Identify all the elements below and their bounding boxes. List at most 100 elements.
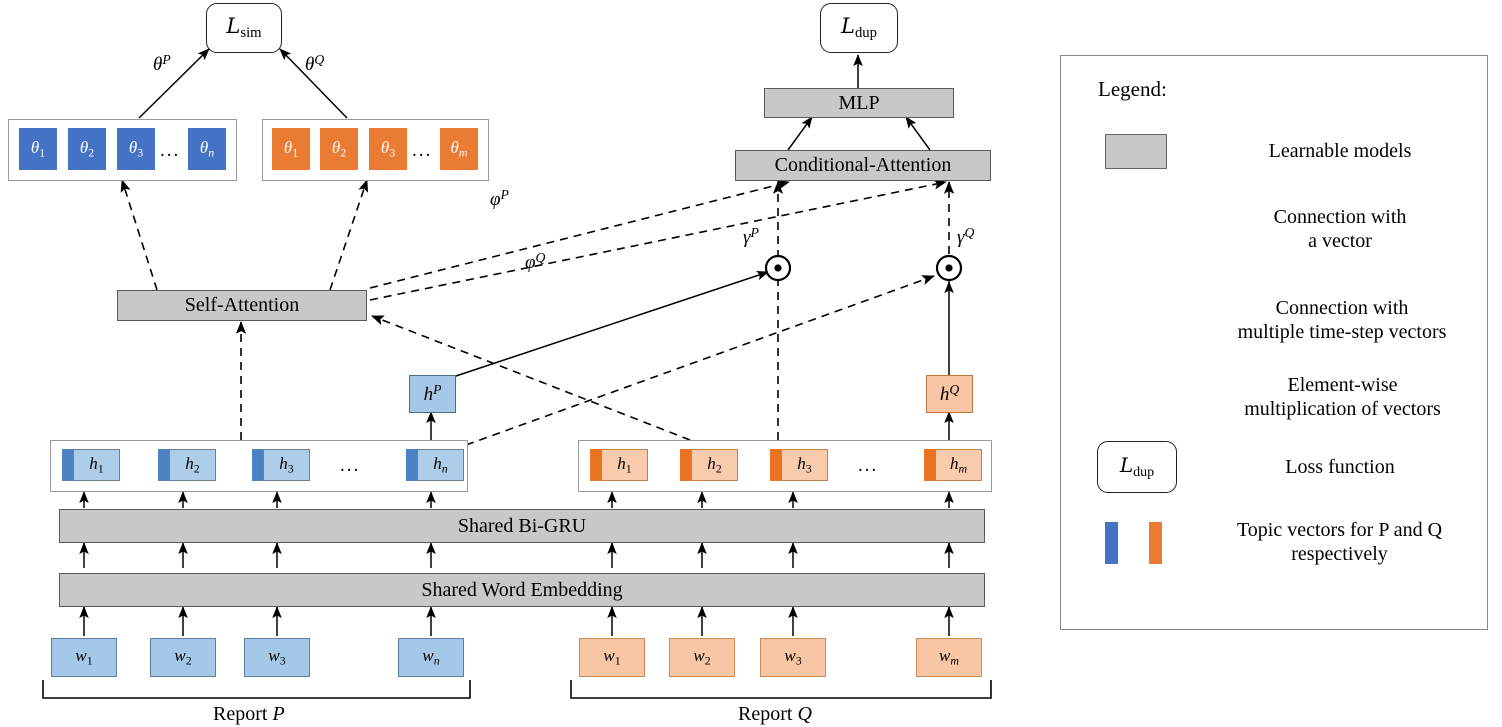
hidden-state-P-3-bar xyxy=(252,449,266,481)
hidden-state-Q-2: h2 xyxy=(691,449,738,481)
loss-sim-label: Lsim xyxy=(226,13,262,42)
hidden-state-P-3: h3 xyxy=(263,449,310,481)
pooled-hidden-Q-box: hQ xyxy=(926,375,973,413)
topic-vector-P-n: θn xyxy=(188,128,226,170)
topic-vector-P-3: θ3 xyxy=(117,128,155,170)
topic-vector-Q-m-label: θm xyxy=(450,137,468,160)
topic-vector-P-1: θ1 xyxy=(19,128,57,170)
legend-loss-box-icon: Ldup xyxy=(1097,441,1177,493)
word-Q-2: w2 xyxy=(669,638,735,677)
topic-vector-Q-2-label: θ2 xyxy=(331,137,347,160)
word-P-1: w1 xyxy=(51,638,117,677)
hidden-state-P-n-label: hn xyxy=(433,453,448,476)
pooled-hidden-Q-label: hQ xyxy=(939,381,960,406)
legend-blue-bar-icon xyxy=(1105,522,1118,564)
topic-vector-Q-3-label: θ3 xyxy=(380,137,396,160)
caption-report-P: Report P xyxy=(213,703,285,725)
hidden-state-Q-2-bar xyxy=(680,449,694,481)
hidden-state-Q-3: h3 xyxy=(781,449,828,481)
hidden-state-P-2-bar xyxy=(158,449,172,481)
legend-label-learnable-models: Learnable models xyxy=(1268,140,1412,162)
word-Q-1-label: w1 xyxy=(603,646,621,668)
hidden-state-Q-1-label: h1 xyxy=(617,453,632,476)
hidden-state-P-2: h2 xyxy=(169,449,216,481)
legend-loss-box-label: Ldup xyxy=(1119,453,1155,480)
shared-bigru-label: Shared Bi-GRU xyxy=(457,514,587,537)
hidden-state-P-3-label: h3 xyxy=(279,453,294,476)
loss-sim-box: Lsim xyxy=(206,3,282,53)
topic-vectors-P-ellipsis: ... xyxy=(160,140,181,161)
word-Q-m-label: wm xyxy=(939,646,959,668)
legend-label-connection-multi: Connection with multiple time-step vecto… xyxy=(1197,296,1487,345)
topic-vectors-Q-ellipsis: ... xyxy=(412,140,433,161)
legend-label-loss-function: Loss function xyxy=(1285,456,1395,478)
word-Q-2-label: w2 xyxy=(693,646,711,668)
word-P-3: w3 xyxy=(244,638,310,677)
word-P-2: w2 xyxy=(150,638,216,677)
word-P-1-label: w1 xyxy=(75,646,93,668)
word-Q-3: w3 xyxy=(760,638,826,677)
topic-vector-P-2-label: θ2 xyxy=(79,137,95,160)
hidden-state-Q-m-bar xyxy=(924,449,938,481)
word-P-2-label: w2 xyxy=(174,646,192,668)
word-P-n-label: wn xyxy=(422,646,440,668)
hidden-state-Q-1: h1 xyxy=(601,449,648,481)
topic-vector-Q-1-label: θ1 xyxy=(283,137,299,160)
edge-label-theta-Q: θQ xyxy=(305,52,325,76)
legend-label-elementwise-line1: Element-wise xyxy=(1287,374,1398,396)
topic-vector-Q-2: θ2 xyxy=(320,128,358,170)
legend-label-connection-vector: Connection with a vector xyxy=(1215,205,1465,254)
loss-dup-label: Ldup xyxy=(841,13,877,42)
elementwise-mult-Q xyxy=(935,254,963,282)
legend-label-topic-vectors-line2: respectively xyxy=(1291,543,1388,566)
word-Q-1: w1 xyxy=(579,638,645,677)
topic-vector-Q-m: θm xyxy=(440,128,478,170)
hidden-state-Q-2-label: h2 xyxy=(707,453,722,476)
word-P-3-label: w3 xyxy=(268,646,286,668)
legend-label-connection-vector-line1: Connection with xyxy=(1273,206,1407,228)
legend-label-elementwise: Element-wise multiplication of vectors xyxy=(1200,373,1485,422)
caption-report-Q: Report Q xyxy=(738,703,812,725)
pooled-hidden-P-label: hP xyxy=(423,381,442,406)
word-Q-3-label: w3 xyxy=(784,646,802,668)
edge-label-phi-P: φP xyxy=(490,187,509,211)
pooled-hidden-P-box: hP xyxy=(409,375,456,413)
edge-label-gamma-Q: γQ xyxy=(957,225,975,249)
conditional-attention-box: Conditional-Attention xyxy=(735,150,991,181)
mlp-box: MLP xyxy=(764,88,954,118)
elementwise-mult-P xyxy=(764,254,792,282)
legend-orange-bar-icon xyxy=(1149,522,1162,564)
hidden-state-P-1-label: h1 xyxy=(89,453,104,476)
hidden-state-P-2-label: h2 xyxy=(185,453,200,476)
shared-bigru-box: Shared Bi-GRU xyxy=(59,509,985,543)
legend-label-topic-vectors: Topic vectors for P and Q respectively xyxy=(1192,518,1487,567)
shared-word-embedding-box: Shared Word Embedding xyxy=(59,573,985,607)
hidden-state-P-1-bar xyxy=(62,449,76,481)
hidden-state-Q-3-label: h3 xyxy=(797,453,812,476)
topic-vector-P-1-label: θ1 xyxy=(30,137,46,160)
topic-vector-P-2: θ2 xyxy=(68,128,106,170)
mlp-label: MLP xyxy=(838,91,880,114)
hidden-state-Q-3-bar xyxy=(770,449,784,481)
hidden-states-Q-ellipsis: ... xyxy=(858,455,879,476)
legend-label-connection-vector-line2: a vector xyxy=(1308,230,1372,253)
edge-label-gamma-P: γP xyxy=(743,225,759,249)
hidden-states-P-ellipsis: ... xyxy=(340,455,361,476)
legend-label-connection-multi-line1: Connection with xyxy=(1275,297,1409,319)
conditional-attention-label: Conditional-Attention xyxy=(774,154,952,176)
topic-vector-Q-1: θ1 xyxy=(272,128,310,170)
hidden-state-Q-1-bar xyxy=(590,449,604,481)
word-P-n: wn xyxy=(398,638,464,677)
loss-dup-box: Ldup xyxy=(820,3,898,53)
legend-title: Legend: xyxy=(1098,77,1167,101)
shared-word-embedding-label: Shared Word Embedding xyxy=(421,578,623,601)
legend-label-elementwise-line2: multiplication of vectors xyxy=(1244,398,1441,421)
topic-vector-Q-3: θ3 xyxy=(369,128,407,170)
self-attention-box: Self-Attention xyxy=(117,290,367,321)
legend-label-topic-vectors-line1: Topic vectors for P and Q xyxy=(1236,519,1443,541)
legend-gray-rectangle-icon xyxy=(1105,134,1167,169)
topic-vector-P-n-label: θn xyxy=(199,137,215,160)
hidden-state-Q-m: hm xyxy=(935,449,982,481)
hidden-state-P-n: hn xyxy=(417,449,464,481)
